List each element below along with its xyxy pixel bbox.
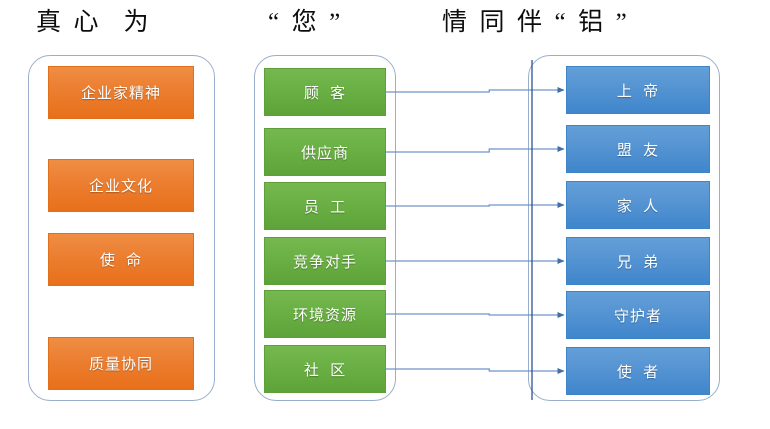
- page-title-segment-3: 情 同 伴 “ 铝 ”: [442, 9, 627, 36]
- stakeholder-node-5[interactable]: 环境资源: [264, 290, 386, 338]
- relationship-node-6[interactable]: 使 者: [566, 347, 710, 395]
- page-title-segment-2: “ 您 ”: [268, 9, 341, 36]
- stakeholder-node-2[interactable]: 供应商: [264, 128, 386, 176]
- value-node-1[interactable]: 企业家精神: [48, 66, 194, 119]
- relationship-node-5[interactable]: 守护者: [566, 291, 710, 339]
- value-node-2[interactable]: 企业文化: [48, 159, 194, 212]
- stakeholder-node-6[interactable]: 社 区: [264, 345, 386, 393]
- page-title: 真 心 为 “ 您 ” 情 同 伴 “ 铝 ”: [0, 0, 770, 52]
- stakeholder-node-4[interactable]: 竞争对手: [264, 237, 386, 285]
- relationship-node-1[interactable]: 上 帝: [566, 66, 710, 114]
- stakeholder-node-1[interactable]: 顾 客: [264, 68, 386, 116]
- relationship-node-3[interactable]: 家 人: [566, 181, 710, 229]
- relationship-node-4[interactable]: 兄 弟: [566, 237, 710, 285]
- relationship-node-2[interactable]: 盟 友: [566, 125, 710, 173]
- stakeholder-node-3[interactable]: 员 工: [264, 182, 386, 230]
- value-node-3[interactable]: 使 命: [48, 233, 194, 286]
- value-node-4[interactable]: 质量协同: [48, 337, 194, 390]
- page-title-segment-1: 真 心 为: [36, 9, 149, 36]
